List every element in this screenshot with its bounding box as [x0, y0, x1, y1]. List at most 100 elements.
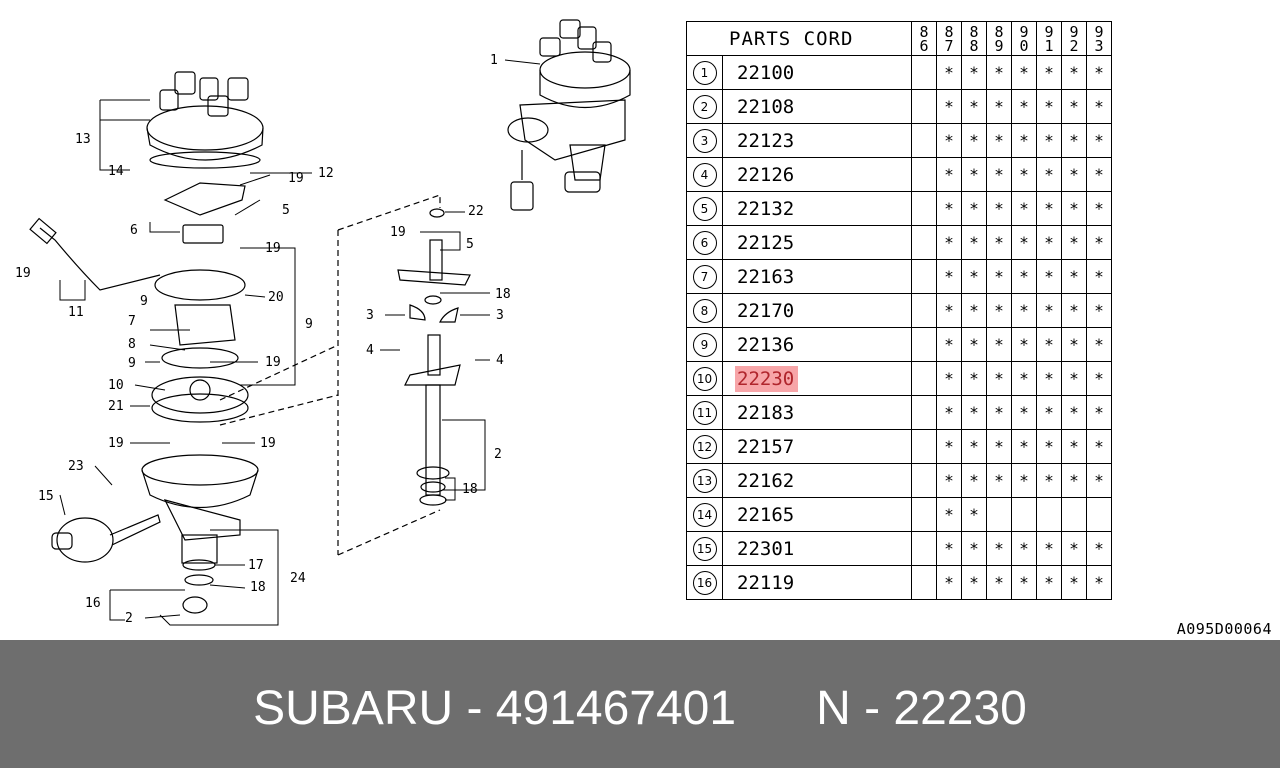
callout-10: 10	[108, 378, 124, 393]
year-applicability-cell	[911, 157, 937, 192]
year-applicability-cell	[911, 429, 937, 464]
year-applicability-cell: *	[1011, 225, 1037, 260]
year-applicability-cell: *	[961, 429, 987, 464]
year-applicability-cell: *	[1011, 327, 1037, 362]
callout-3-b: 3	[496, 308, 504, 323]
year-applicability-cell: *	[1011, 293, 1037, 328]
year-applicability-cell: *	[1036, 293, 1062, 328]
year-applicability-cell: *	[1061, 327, 1087, 362]
year-applicability-cell: *	[1061, 395, 1087, 430]
year-applicability-cell: *	[1061, 531, 1087, 566]
item-number-circle: 4	[692, 162, 717, 187]
year-applicability-cell: *	[1086, 225, 1112, 260]
year-applicability-cell: *	[936, 531, 962, 566]
year-applicability-cell: *	[986, 531, 1012, 566]
year-applicability-cell: *	[936, 497, 962, 532]
part-code: 22119	[722, 565, 912, 600]
year-applicability-cell: *	[961, 395, 987, 430]
year-applicability-cell: *	[1036, 225, 1062, 260]
year-applicability-cell	[911, 531, 937, 566]
callout-4-a: 4	[366, 343, 374, 358]
part-code: 22132	[722, 191, 912, 226]
year-applicability-cell: *	[986, 429, 1012, 464]
year-applicability-cell: *	[986, 157, 1012, 192]
year-applicability-cell: *	[961, 361, 987, 396]
year-applicability-cell: *	[986, 463, 1012, 498]
year-applicability-cell	[911, 463, 937, 498]
year-applicability-cell	[911, 293, 937, 328]
callout-7: 7	[128, 314, 136, 329]
callout-19-e: 19	[108, 436, 124, 451]
year-applicability-cell: *	[961, 123, 987, 158]
callout-12: 12	[318, 166, 334, 181]
part-code: 22301	[722, 531, 912, 566]
item-number-circle: 14	[692, 502, 717, 527]
callout-19-c: 19	[15, 266, 31, 281]
item-number: 10	[686, 361, 723, 396]
year-applicability-cell	[911, 259, 937, 294]
dashed-frame	[219, 194, 441, 556]
part-code: 22162	[722, 463, 912, 498]
year-applicability-cell: *	[1061, 293, 1087, 328]
year-applicability-cell: *	[986, 327, 1012, 362]
year-applicability-cell: *	[986, 55, 1012, 90]
year-applicability-cell: *	[1061, 463, 1087, 498]
item-number-circle: 7	[692, 264, 717, 289]
year-applicability-cell: *	[986, 361, 1012, 396]
year-applicability-cell: *	[1036, 259, 1062, 294]
callout-5-a: 5	[282, 203, 290, 218]
year-applicability-cell: *	[1036, 191, 1062, 226]
item-number: 9	[686, 327, 723, 362]
part-code-text: 22165	[737, 503, 795, 526]
year-applicability-cell: *	[936, 157, 962, 192]
item-number: 13	[686, 463, 723, 498]
year-applicability-cell: *	[936, 191, 962, 226]
distributor-housing-drawing	[141, 454, 259, 614]
callout-4-b: 4	[496, 353, 504, 368]
year-applicability-cell: *	[1086, 89, 1112, 124]
part-code-text: 22163	[737, 265, 795, 288]
item-number-circle: 1	[692, 60, 717, 85]
year-applicability-cell: *	[986, 89, 1012, 124]
part-code-text: 22123	[737, 129, 795, 152]
year-applicability-cell: *	[1061, 565, 1087, 600]
year-applicability-cell: *	[961, 89, 987, 124]
part-code: 22136	[722, 327, 912, 362]
item-number: 4	[686, 157, 723, 192]
year-applicability-cell: *	[1061, 259, 1087, 294]
year-applicability-cell: *	[1011, 191, 1037, 226]
part-code: 22170	[722, 293, 912, 328]
callout-21: 21	[108, 399, 124, 414]
year-applicability-cell: *	[961, 293, 987, 328]
year-applicability-cell: *	[961, 157, 987, 192]
part-code-text: 22132	[737, 197, 795, 220]
year-applicability-cell: *	[1036, 89, 1062, 124]
year-applicability-cell: *	[1061, 225, 1087, 260]
callout-5-b: 5	[466, 237, 474, 252]
year-applicability-cell: *	[1061, 429, 1087, 464]
year-applicability-cell: *	[1011, 463, 1037, 498]
year-applicability-cell: *	[1086, 565, 1112, 600]
year-applicability-cell: *	[1036, 429, 1062, 464]
part-code: 22126	[722, 157, 912, 192]
year-applicability-cell	[986, 497, 1012, 532]
year-applicability-cell: *	[1086, 395, 1112, 430]
year-applicability-cell: *	[986, 259, 1012, 294]
year-applicability-cell: *	[1086, 293, 1112, 328]
year-applicability-cell: *	[1061, 89, 1087, 124]
year-applicability-cell: *	[1086, 327, 1112, 362]
callout-22: 22	[468, 204, 484, 219]
